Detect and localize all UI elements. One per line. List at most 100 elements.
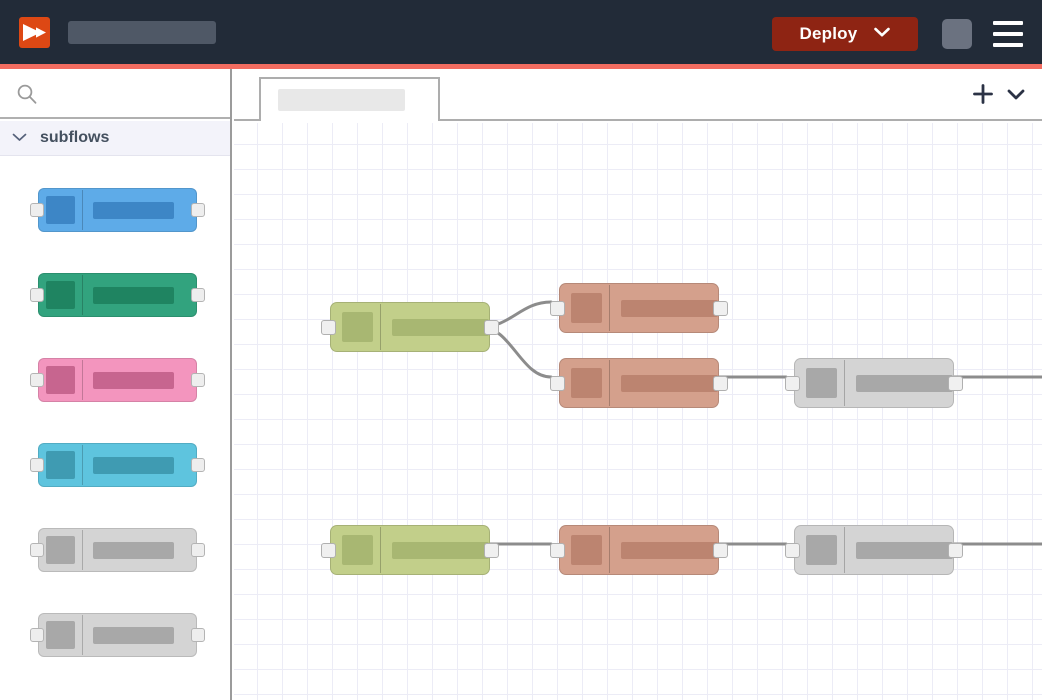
palette-node-label-redacted [93,287,174,304]
flow-node-salmon-bot[interactable] [549,525,729,575]
flow-node-input-port[interactable] [550,543,565,558]
palette-node-icon [46,196,75,224]
menu-bar [993,32,1023,36]
flow-node-salmon-mid[interactable] [549,358,729,408]
flow-node-green-top[interactable] [320,302,500,352]
palette-node-icon [46,536,75,564]
header-accent-stripe [0,64,1042,69]
palette-node-icon [46,451,75,479]
subflow-node-green[interactable] [30,273,205,317]
flow-node-divider [380,527,381,573]
palette-node-divider [82,530,83,570]
flow-tab-active[interactable] [259,77,440,121]
workspace [234,69,1042,700]
subflow-node-pink[interactable] [30,358,205,402]
chevron-down-icon [12,129,27,147]
flow-node-salmon-top[interactable] [549,283,729,333]
menu-bar [993,21,1023,25]
palette-node-output-port[interactable] [191,458,205,472]
palette-node-divider [82,190,83,230]
palette-node-divider [82,445,83,485]
flow-node-divider [844,360,845,406]
hamburger-menu-icon[interactable] [993,21,1023,47]
flow-node-icon [806,535,837,565]
flow-node-divider [609,527,610,573]
flow-title-redacted [68,21,216,44]
flow-node-output-port[interactable] [713,376,728,391]
subflow-node-blue[interactable] [30,188,205,232]
flow-node-label-redacted [392,542,489,559]
plus-icon[interactable] [970,81,996,107]
flow-node-grey-bot[interactable] [784,525,964,575]
palette-node-input-port[interactable] [30,628,44,642]
palette-node-output-port[interactable] [191,373,205,387]
palette-node-input-port[interactable] [30,543,44,557]
flow-canvas[interactable] [234,123,1042,700]
palette-node-input-port[interactable] [30,458,44,472]
palette-node-icon [46,281,75,309]
flow-node-input-port[interactable] [785,376,800,391]
palette-node-divider [82,615,83,655]
chevron-down-icon[interactable] [1003,81,1029,107]
palette-node-output-port[interactable] [191,628,205,642]
palette-search-input[interactable] [0,69,230,119]
palette-category-label: subflows [40,129,110,146]
flow-node-label-redacted [856,542,953,559]
flow-node-icon [571,535,602,565]
flow-node-output-port[interactable] [948,376,963,391]
flow-node-output-port[interactable] [948,543,963,558]
palette-node-input-port[interactable] [30,373,44,387]
flow-node-output-port[interactable] [713,301,728,316]
flow-node-output-port[interactable] [484,320,499,335]
palette-node-label-redacted [93,457,174,474]
subflow-node-grey-2[interactable] [30,613,205,657]
palette-node-input-port[interactable] [30,288,44,302]
palette-node-label-redacted [93,202,174,219]
search-icon [16,83,38,110]
palette-node-input-port[interactable] [30,203,44,217]
wire-layer [479,300,1042,546]
palette-node-output-port[interactable] [191,543,205,557]
deploy-button[interactable]: Deploy [772,17,918,51]
flow-node-divider [609,360,610,406]
subflow-node-cyan[interactable] [30,443,205,487]
flow-node-input-port[interactable] [321,320,336,335]
flow-tab-bar [234,69,1042,121]
flow-node-label-redacted [621,300,718,317]
flow-node-input-port[interactable] [550,301,565,316]
flow-node-output-port[interactable] [713,543,728,558]
palette-node-label-redacted [93,542,174,559]
flow-node-input-port[interactable] [550,376,565,391]
flow-node-output-port[interactable] [484,543,499,558]
flow-node-divider [609,285,610,331]
palette-node-output-port[interactable] [191,288,205,302]
flow-node-divider [380,304,381,350]
app-header: Deploy [0,0,1042,64]
node-red-logo-icon[interactable] [19,17,50,48]
palette-node-output-port[interactable] [191,203,205,217]
flow-node-label-redacted [621,542,718,559]
palette-category-subflows[interactable]: subflows [0,121,230,156]
flow-node-icon [806,368,837,398]
chevron-down-icon[interactable] [874,25,891,43]
palette-node-divider [82,360,83,400]
flow-node-grey-mid[interactable] [784,358,964,408]
flow-node-green-bot[interactable] [320,525,500,575]
flow-node-icon [571,293,602,323]
flow-node-input-port[interactable] [321,543,336,558]
palette-node-icon [46,621,75,649]
flow-node-icon [342,312,373,342]
flow-node-label-redacted [621,375,718,392]
flow-node-label-redacted [392,319,489,336]
palette-node-divider [82,275,83,315]
flow-node-input-port[interactable] [785,543,800,558]
palette-node-icon [46,366,75,394]
flow-node-icon [571,368,602,398]
flow-node-label-redacted [856,375,953,392]
user-avatar[interactable] [942,19,972,49]
menu-bar [993,43,1023,47]
flow-node-icon [342,535,373,565]
subflow-node-grey-1[interactable] [30,528,205,572]
palette-node-label-redacted [93,627,174,644]
